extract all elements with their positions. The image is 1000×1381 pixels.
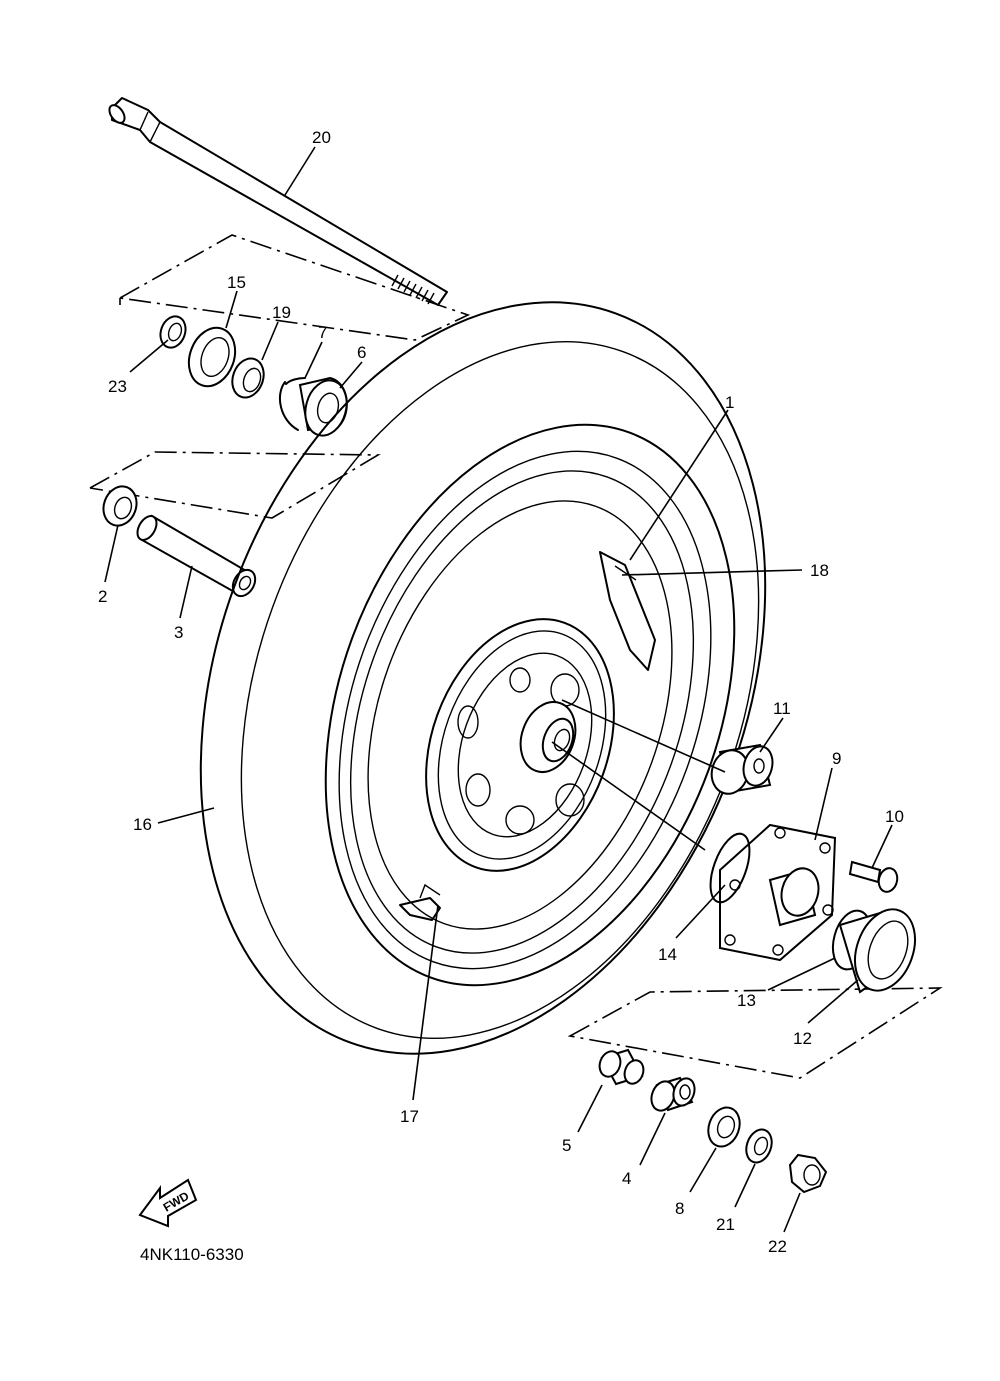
- collar-2: [102, 485, 138, 527]
- callout-23: 23: [108, 377, 127, 396]
- callout-12: 12: [793, 1029, 812, 1048]
- collar-19: [231, 357, 265, 399]
- callout-6: 6: [357, 343, 366, 362]
- oil-seal-12: [838, 908, 916, 994]
- circlip-7: [278, 377, 306, 431]
- callout-17: 17: [400, 1107, 419, 1126]
- axle-shaft: [108, 97, 448, 306]
- bearing-6: [298, 376, 348, 437]
- valve-17: [399, 883, 441, 921]
- bearing-8: [707, 1106, 741, 1148]
- callout-8: 8: [675, 1199, 684, 1218]
- callout-14: 14: [658, 945, 677, 964]
- callout-5: 5: [562, 1136, 571, 1155]
- oil-seal-15: [187, 326, 237, 388]
- callout-labels: 20 15 19 7 6 23 1 2 3 18 11 9 10 16 14 1…: [98, 128, 904, 1256]
- callout-20: 20: [312, 128, 331, 147]
- diagram-code: 4NK110-6330: [140, 1245, 244, 1264]
- forward-arrow-icon: FWD: [138, 1178, 198, 1228]
- callout-11: 11: [773, 699, 791, 718]
- nut-22: [788, 1153, 828, 1194]
- callout-3: 3: [174, 623, 183, 642]
- washer-23: [159, 315, 187, 349]
- callout-10: 10: [885, 807, 904, 826]
- group-box-middle: [89, 451, 381, 519]
- sprocket-flange-9: [719, 823, 837, 962]
- group-box-upper: [117, 234, 471, 341]
- callout-1: 1: [725, 393, 734, 412]
- callout-13: 13: [737, 991, 756, 1010]
- callout-7: 7: [318, 323, 327, 342]
- callout-22: 22: [768, 1237, 787, 1256]
- spacer-3: [136, 514, 257, 598]
- callout-4: 4: [622, 1169, 631, 1188]
- callout-21: 21: [716, 1215, 735, 1234]
- wheel-hub: [425, 618, 615, 872]
- spacer-4: [650, 1076, 696, 1112]
- bolt-10: [848, 860, 899, 893]
- leader-lines: [104, 146, 893, 1233]
- group-box-lower: [567, 987, 943, 1079]
- collar-5: [598, 1048, 645, 1086]
- callout-2: 2: [98, 587, 107, 606]
- o-ring-14: [709, 832, 751, 904]
- callout-9: 9: [832, 749, 841, 768]
- balance-weight-18: [599, 551, 656, 671]
- callout-18: 18: [810, 561, 829, 580]
- callout-19: 19: [272, 303, 291, 322]
- washer-21: [745, 1128, 773, 1164]
- callout-15: 15: [227, 273, 246, 292]
- wheel-rim-1: [324, 423, 736, 987]
- callout-16: 16: [133, 815, 152, 834]
- collar-11: [710, 743, 774, 795]
